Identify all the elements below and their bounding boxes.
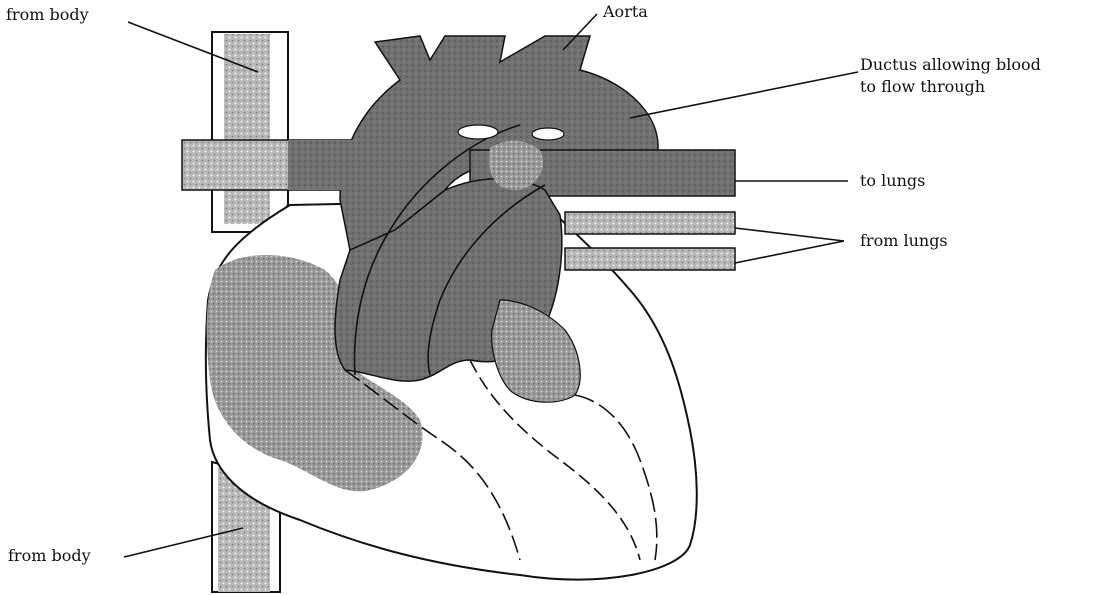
ductus-opening-left [458, 125, 498, 139]
leader-ductus [630, 72, 858, 118]
label-to-lungs: to lungs [860, 171, 925, 190]
label-aorta: Aorta [602, 2, 648, 21]
label-ductus-line1: Ductus allowing blood [860, 55, 1041, 74]
label-from-body-bottom: from body [8, 546, 91, 565]
superior-vena-cava-fill [224, 34, 270, 224]
label-from-lungs: from lungs [860, 231, 948, 250]
leader-from-lungs-lower [735, 241, 844, 263]
pulmonary-vein-upper [565, 212, 735, 234]
pulmonary-vein-lower [565, 248, 735, 270]
pulmonary-artery-left [288, 140, 360, 190]
ductus-opening-right [532, 128, 564, 140]
label-ductus-line2: to flow through [860, 77, 985, 96]
label-from-body-top: from body [6, 5, 89, 24]
leader-from-lungs-upper [735, 228, 844, 241]
